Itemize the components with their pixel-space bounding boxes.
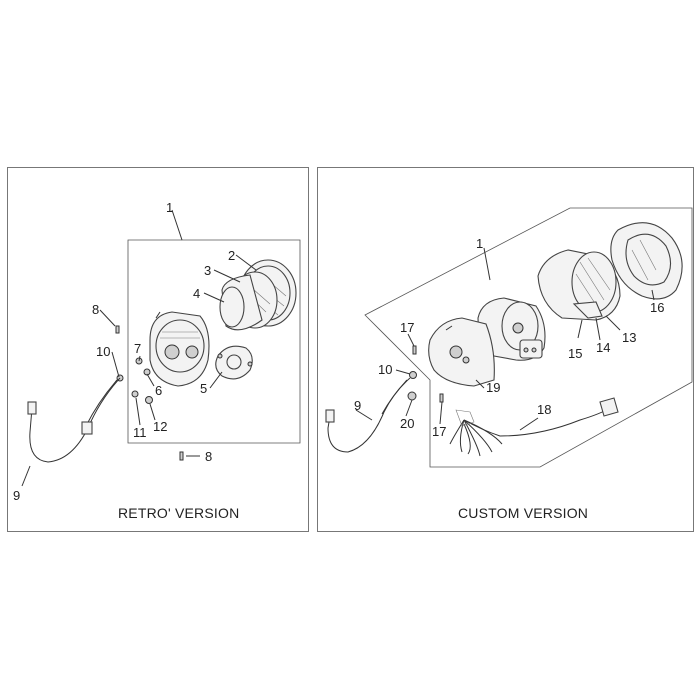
callout-11: 11 xyxy=(133,425,147,440)
custom-assembly-frame xyxy=(364,207,693,468)
callout-8: 8 xyxy=(92,302,99,317)
custom-outer-cover xyxy=(610,222,683,300)
retro-small-parts xyxy=(115,325,184,461)
callout-8b: 8 xyxy=(205,449,212,464)
callout-10: 10 xyxy=(378,362,392,377)
leader-line xyxy=(519,417,539,431)
leader-line xyxy=(213,269,241,283)
leader-line xyxy=(203,292,225,303)
retro-speedo-cable xyxy=(27,377,121,463)
retro-mounting-bracket xyxy=(215,345,253,380)
leader-line xyxy=(605,315,621,331)
retro-instrument-cluster xyxy=(149,311,210,387)
callout-14: 14 xyxy=(596,340,610,355)
leader-line xyxy=(235,254,257,271)
callout-17b: 17 xyxy=(432,424,446,439)
callout-9: 9 xyxy=(354,398,361,413)
callout-18: 18 xyxy=(537,402,551,417)
custom-wiring-harness xyxy=(449,397,619,457)
custom-instrument-cluster xyxy=(477,297,546,361)
leader-line xyxy=(209,371,223,389)
retro-housing-shell xyxy=(219,274,263,331)
callout-9: 9 xyxy=(13,488,20,503)
leader-line xyxy=(439,401,443,425)
callout-15: 15 xyxy=(568,346,582,361)
custom-speedo-cable xyxy=(325,377,411,453)
callout-7: 7 xyxy=(134,341,141,356)
callout-20: 20 xyxy=(400,416,414,431)
callout-10: 10 xyxy=(96,344,110,359)
leader-line xyxy=(475,379,485,389)
leader-line xyxy=(138,355,141,362)
callout-1: 1 xyxy=(166,200,173,215)
leader-line xyxy=(171,209,183,241)
leader-line xyxy=(395,369,411,375)
leader-line xyxy=(146,373,155,387)
callout-12: 12 xyxy=(153,419,167,434)
leader-line xyxy=(355,409,373,421)
leader-line xyxy=(595,317,601,341)
retro-assembly-frame xyxy=(127,239,301,444)
leader-line xyxy=(135,397,141,426)
leader-line xyxy=(483,247,491,281)
callout-4: 4 xyxy=(193,286,200,301)
custom-version-caption: CUSTOM VERSION xyxy=(458,505,589,521)
leader-line xyxy=(577,319,583,339)
callout-13: 13 xyxy=(622,330,636,345)
callout-1: 1 xyxy=(476,236,483,251)
custom-small-parts xyxy=(407,345,444,403)
callout-3: 3 xyxy=(204,263,211,278)
callout-16: 16 xyxy=(650,300,664,315)
callout-6: 6 xyxy=(155,383,162,398)
leader-line xyxy=(111,351,120,378)
leader-line xyxy=(405,399,413,417)
leader-line xyxy=(21,465,31,487)
leader-line xyxy=(407,333,415,347)
callout-17: 17 xyxy=(400,320,414,335)
callout-2: 2 xyxy=(228,248,235,263)
custom-rear-housing xyxy=(428,317,495,387)
callout-19: 19 xyxy=(486,380,500,395)
retro-version-caption: RETRO' VERSION xyxy=(118,505,240,521)
custom-lens-group xyxy=(537,249,621,321)
leader-line xyxy=(651,289,655,301)
leader-line xyxy=(149,403,156,421)
callout-5: 5 xyxy=(200,381,207,396)
leader-line xyxy=(99,309,116,327)
